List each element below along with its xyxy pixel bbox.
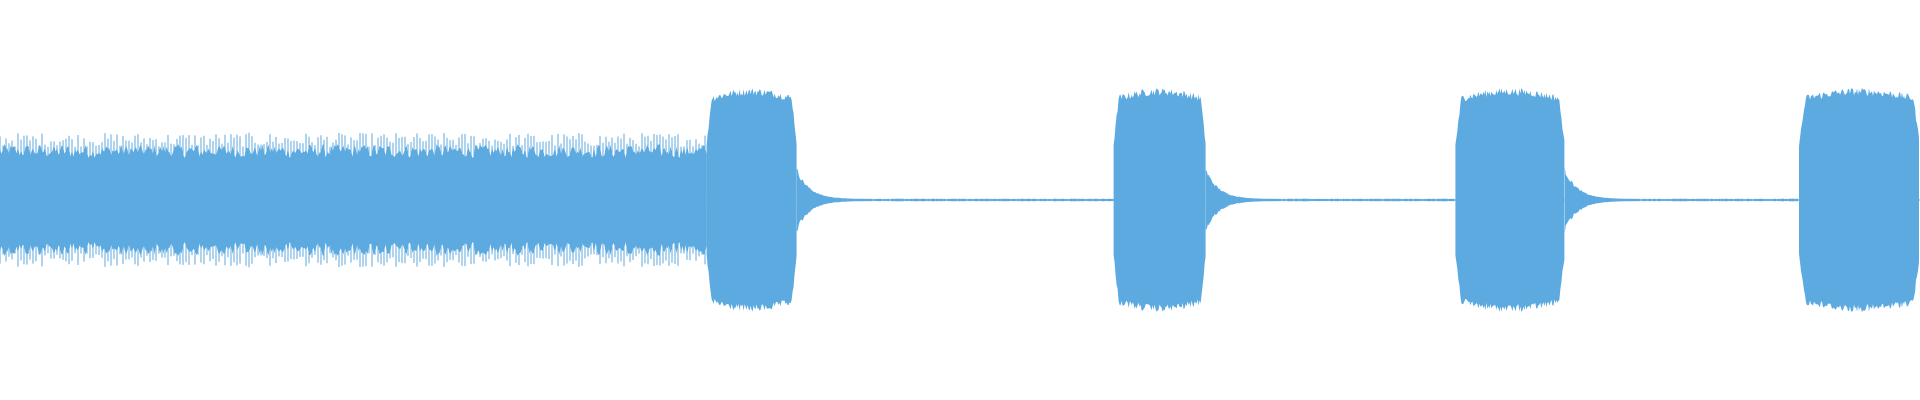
waveform-silence-1	[873, 198, 1114, 202]
waveform-continuous-tone	[0, 144, 707, 256]
waveform-burst-2	[1113, 88, 1206, 312]
waveform-decay-3	[1564, 167, 1641, 233]
waveform-burst-4	[1799, 87, 1919, 313]
waveform-burst-1	[706, 88, 797, 312]
waveform-silence-2	[1282, 198, 1455, 202]
waveform-burst-3	[1455, 88, 1565, 312]
waveform-segments	[0, 87, 1919, 313]
waveform-decay-2	[1205, 170, 1282, 230]
waveform-decay-1	[796, 168, 873, 232]
waveform-silence-3	[1641, 198, 1799, 202]
